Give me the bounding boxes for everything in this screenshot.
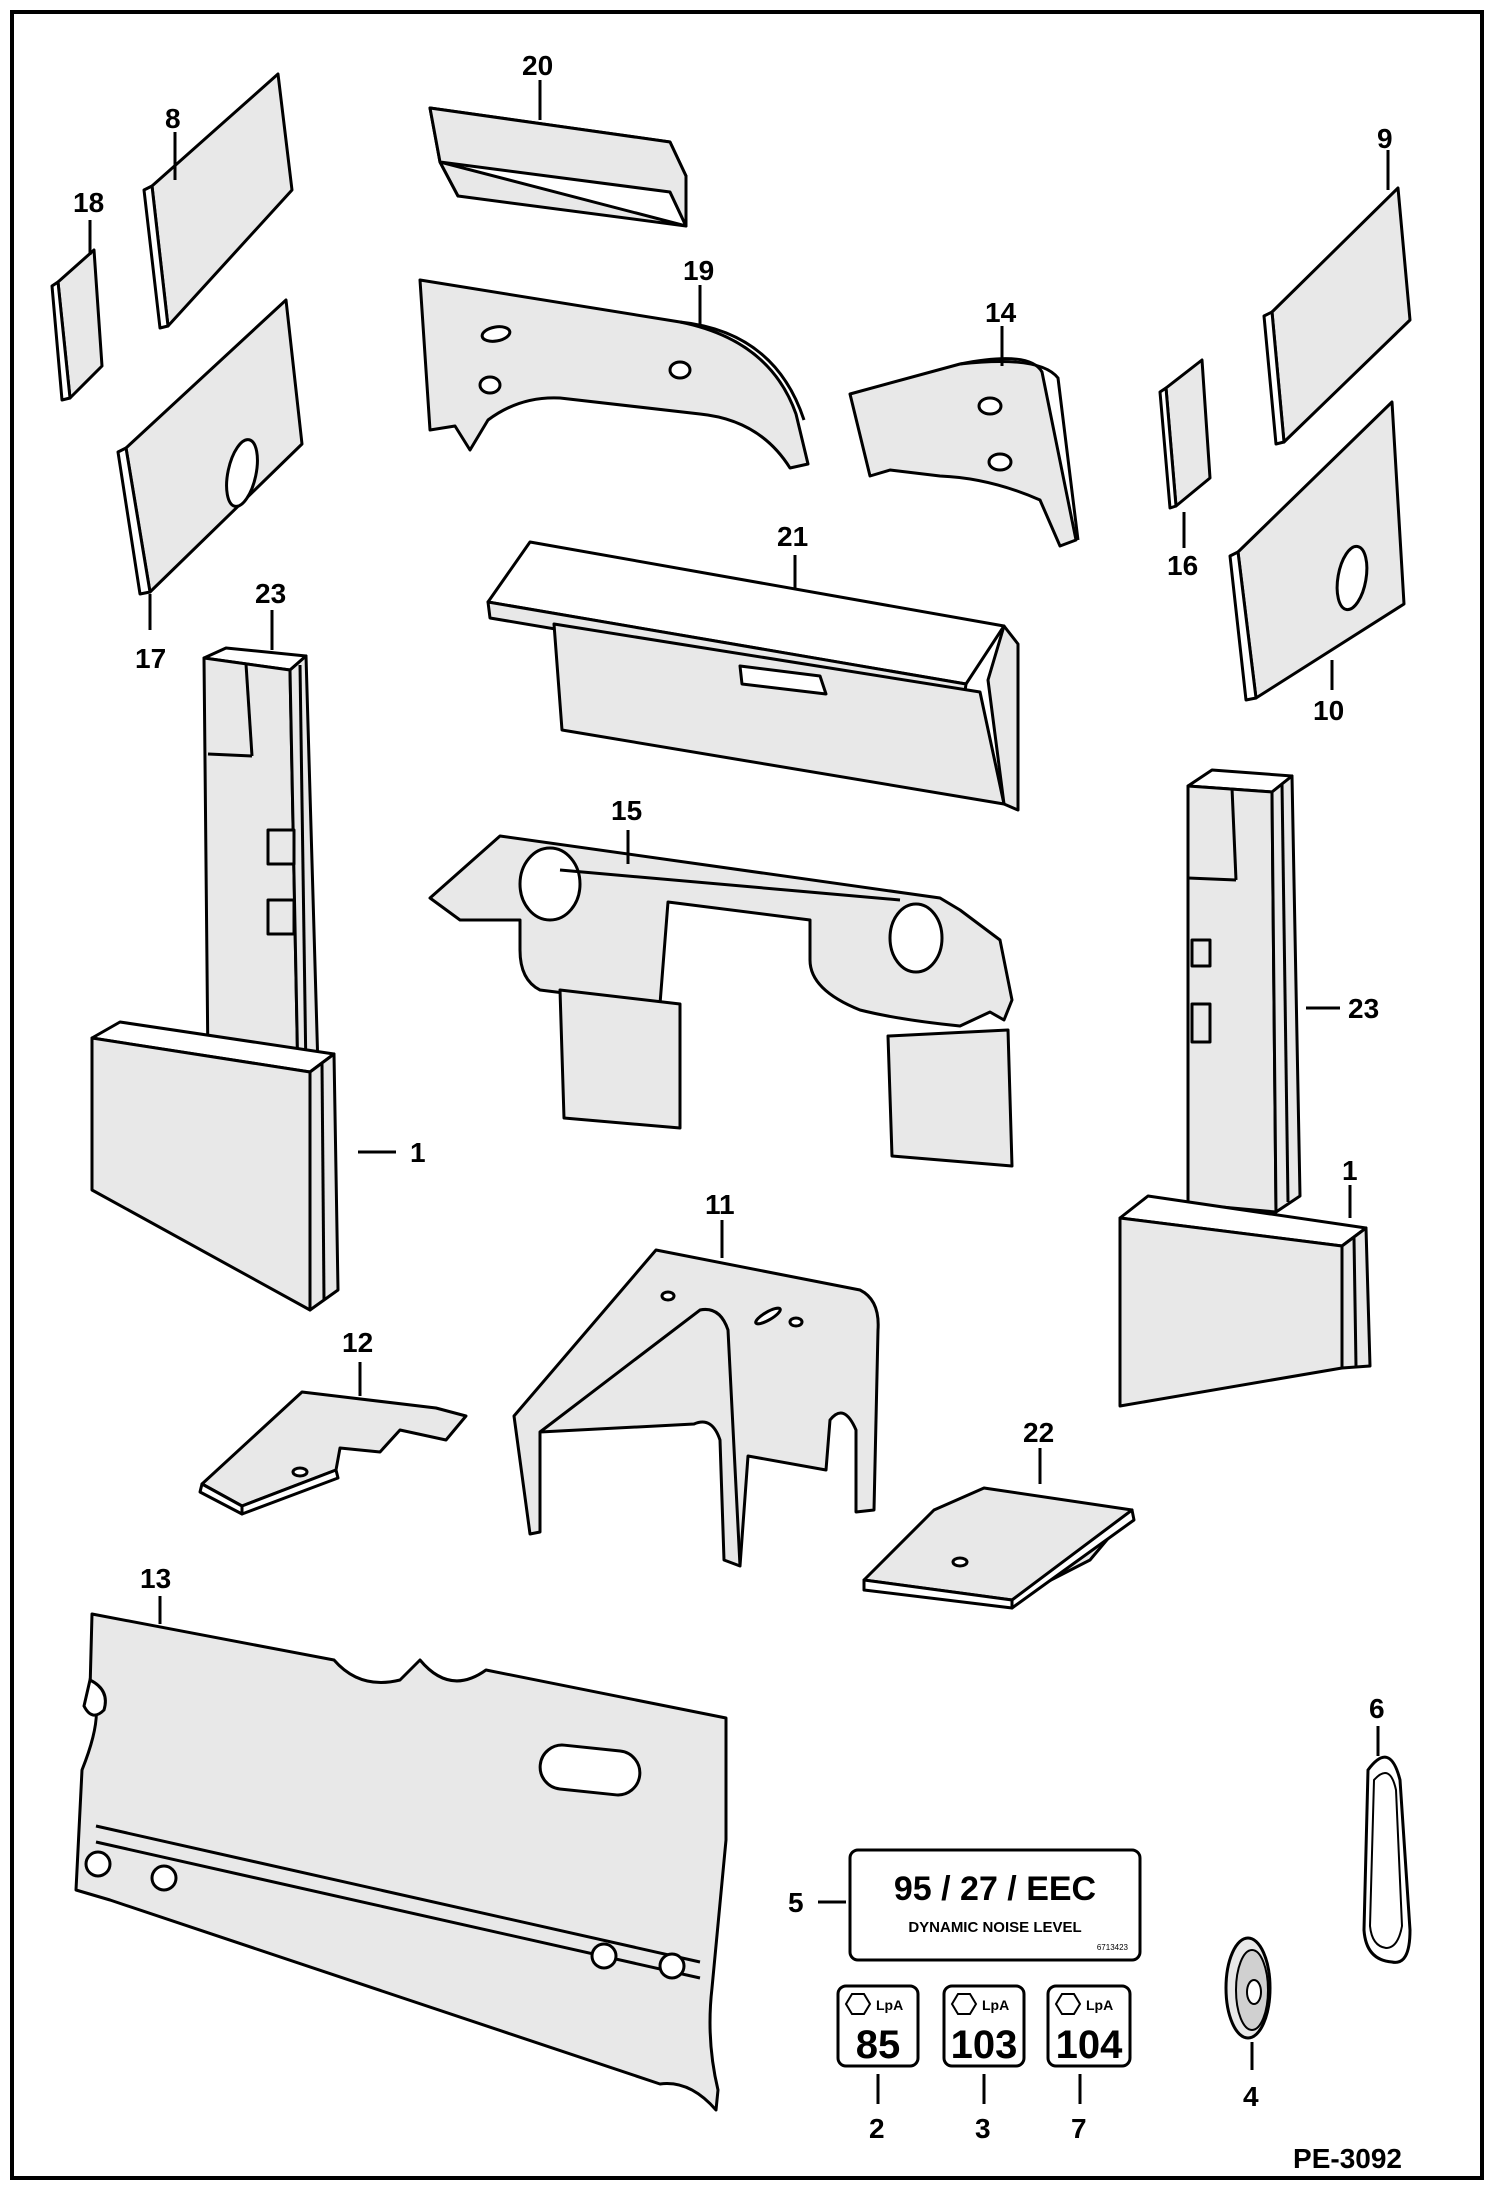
callout-16: 16 — [1167, 550, 1198, 581]
decal-eec-sub-text: DYNAMIC NOISE LEVEL — [908, 1919, 1081, 1936]
part-20-pad — [428, 106, 688, 228]
callout-13: 13 — [140, 1563, 171, 1594]
callout-15: 15 — [611, 795, 642, 826]
part-16-strip — [1158, 358, 1212, 510]
callout-22: 22 — [1023, 1417, 1054, 1448]
part-13-panel — [74, 1612, 728, 2112]
part-14-panel — [848, 357, 1080, 548]
callout-7: 7 — [1071, 2113, 1087, 2144]
part-22-plate — [862, 1486, 1136, 1610]
drawing-reference: PE-3092 — [1293, 2143, 1402, 2174]
callout-1-right: 1 — [1342, 1155, 1358, 1186]
part-23-left-stack — [202, 646, 320, 1082]
callout-20: 20 — [522, 50, 553, 81]
decal-2-lpa: LpA 85 — [836, 1984, 920, 2068]
callout-17: 17 — [135, 643, 166, 674]
callout-10: 10 — [1313, 695, 1344, 726]
part-4-grommet — [1224, 1936, 1272, 2040]
part-11-cover — [512, 1248, 880, 1568]
callout-8: 8 — [165, 103, 181, 134]
part-23-right-stack — [1186, 768, 1302, 1214]
callout-23-left: 23 — [255, 578, 286, 609]
part-9-pad — [1262, 186, 1412, 446]
part-1-left-pad — [90, 1020, 340, 1312]
part-21-bracket — [486, 540, 1020, 812]
part-19-panel — [418, 278, 810, 470]
lpa-value: 85 — [856, 2023, 901, 2067]
part-1-right-pad — [1118, 1194, 1372, 1408]
speaker-hex-icon — [1054, 1993, 1082, 2015]
decal-5-eec: 95 / 27 / EEC DYNAMIC NOISE LEVEL 671342… — [848, 1848, 1142, 1962]
lpa-value: 103 — [951, 2023, 1018, 2067]
lpa-value: 104 — [1056, 2023, 1123, 2067]
decal-eec-main-text: 95 / 27 / EEC — [894, 1870, 1096, 1908]
part-12-plate — [198, 1390, 468, 1516]
callout-14: 14 — [985, 297, 1017, 328]
callout-3: 3 — [975, 2113, 991, 2144]
decal-7-lpa: LpA 104 — [1046, 1984, 1132, 2068]
callout-6: 6 — [1369, 1693, 1385, 1724]
part-10-panel — [1228, 400, 1406, 702]
callout-11: 11 — [705, 1189, 735, 1220]
speaker-hex-icon — [950, 1993, 978, 2015]
callout-12: 12 — [342, 1327, 373, 1358]
speaker-hex-icon — [844, 1993, 872, 2015]
drawing-border — [10, 10, 1484, 2180]
lpa-label: LpA — [982, 1997, 1009, 2013]
callout-2: 2 — [869, 2113, 885, 2144]
callout-1-left: 1 — [410, 1137, 426, 1168]
part-8-pad — [142, 72, 294, 330]
callout-4: 4 — [1243, 2081, 1259, 2112]
part-18-strip — [50, 248, 104, 402]
lpa-label: LpA — [1086, 1997, 1113, 2013]
callout-19: 19 — [683, 255, 714, 286]
callout-5: 5 — [788, 1887, 804, 1918]
part-17-panel — [116, 298, 304, 596]
decal-eec-part-no: 6713423 — [1097, 1943, 1129, 1952]
lpa-label: LpA — [876, 1997, 903, 2013]
callout-21: 21 — [777, 521, 808, 552]
callout-23-right: 23 — [1348, 993, 1379, 1024]
callout-18: 18 — [73, 187, 104, 218]
part-6-seal — [1362, 1755, 1412, 1964]
decal-3-lpa: LpA 103 — [942, 1984, 1026, 2068]
part-15-bracket — [428, 834, 1014, 1168]
callout-9: 9 — [1377, 123, 1393, 154]
